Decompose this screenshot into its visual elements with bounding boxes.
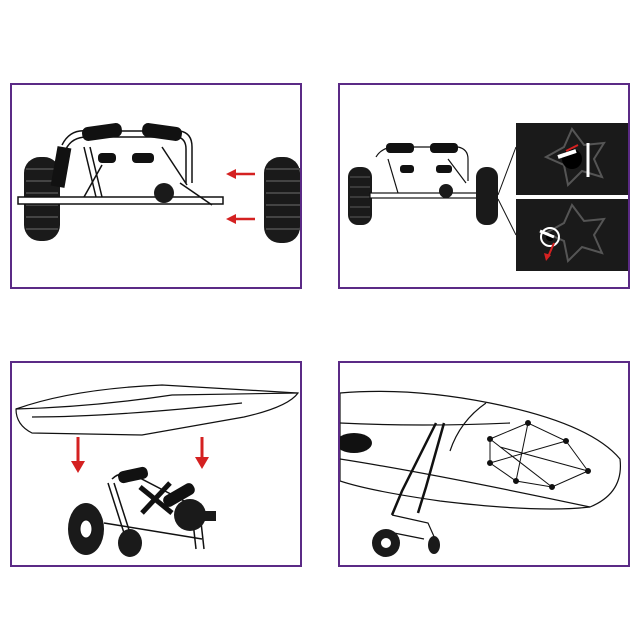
- stand-wheel-icon: [439, 184, 453, 198]
- left-wheel-icon: [348, 167, 372, 225]
- stand-wheel-icon: [174, 499, 206, 531]
- right-wheel-icon: [476, 167, 498, 225]
- cart-frame: [61, 130, 193, 198]
- stand-wheel-icon: [154, 183, 174, 203]
- step-2-illustration: [348, 123, 628, 271]
- step-3-illustration: [15, 384, 300, 557]
- pin-icon: [539, 229, 555, 239]
- cradle-pad-icon: [50, 123, 183, 188]
- step-1-panel: [10, 83, 302, 289]
- axle: [17, 196, 224, 205]
- axle: [369, 192, 491, 199]
- arrow-icon: [71, 437, 209, 473]
- wheel-detail-top: [516, 123, 628, 195]
- arrow-icon: [226, 169, 255, 224]
- right-wheel-icon: [428, 536, 440, 554]
- right-wheel-icon: [264, 157, 300, 243]
- pin-icon: [557, 149, 577, 159]
- wheel-detail-bottom: [516, 199, 628, 271]
- left-wheel-icon: [68, 503, 104, 555]
- cradle-pad-icon: [118, 466, 195, 507]
- left-wheel-icon: [372, 529, 400, 557]
- step-4-illustration: [340, 390, 622, 557]
- step-3-panel: [10, 361, 302, 567]
- step-2-panel: [338, 83, 630, 289]
- cockpit: [340, 433, 372, 453]
- kayak-hull: [340, 390, 622, 510]
- deck-bungee: [487, 420, 591, 490]
- strap-icon: [390, 422, 446, 516]
- right-wheel-icon: [118, 529, 142, 557]
- kayak-hull: [15, 384, 300, 436]
- step-1-illustration: [17, 123, 300, 243]
- cradle-pad-icon: [386, 143, 458, 173]
- strap-icon: [138, 481, 174, 515]
- cart-frame: [375, 146, 469, 194]
- step-4-panel: [338, 361, 630, 567]
